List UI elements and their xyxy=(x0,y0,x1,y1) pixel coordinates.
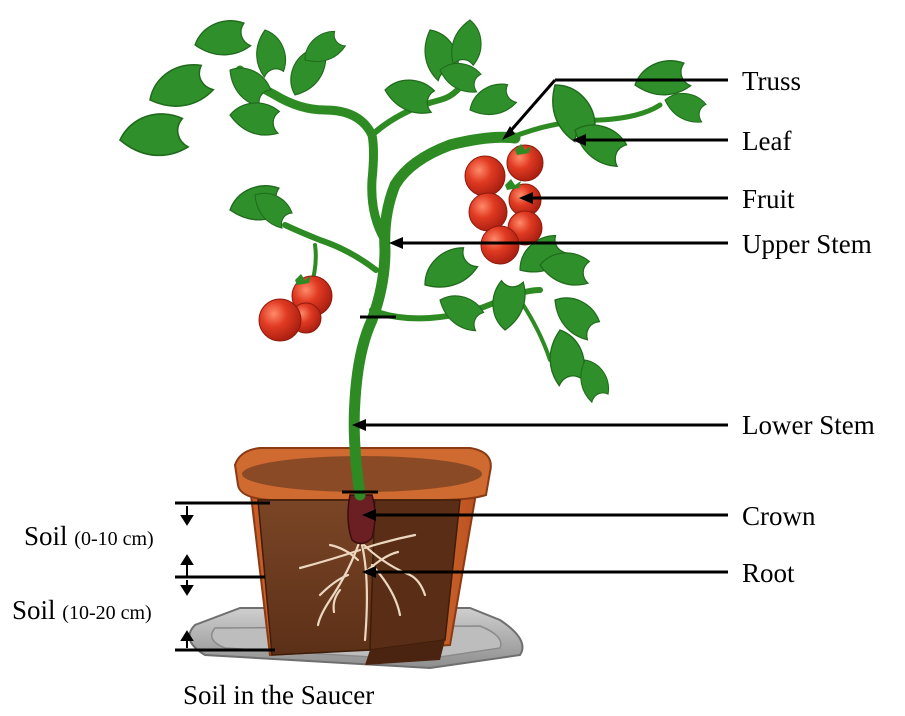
label-lower-stem: Lower Stem xyxy=(742,412,875,439)
soil-word-2: Soil xyxy=(12,595,56,625)
label-root: Root xyxy=(742,560,795,587)
soil-range-1: (0-10 cm) xyxy=(74,528,153,550)
label-leaf: Leaf xyxy=(742,128,791,155)
soil-word-1: Soil xyxy=(24,521,68,551)
label-upper-stem: Upper Stem xyxy=(742,231,872,258)
label-truss: Truss xyxy=(742,68,801,95)
label-crown: Crown xyxy=(742,503,816,530)
label-fruit: Fruit xyxy=(742,186,795,213)
leaves xyxy=(118,17,709,403)
crown-shape xyxy=(348,495,375,544)
label-soil-in-saucer: Soil in the Saucer xyxy=(183,682,374,709)
label-soil-0-10: Soil (0-10 cm) xyxy=(24,523,154,550)
label-soil-10-20: Soil (10-20 cm) xyxy=(12,597,152,624)
soil-range-2: (10-20 cm) xyxy=(62,602,151,624)
